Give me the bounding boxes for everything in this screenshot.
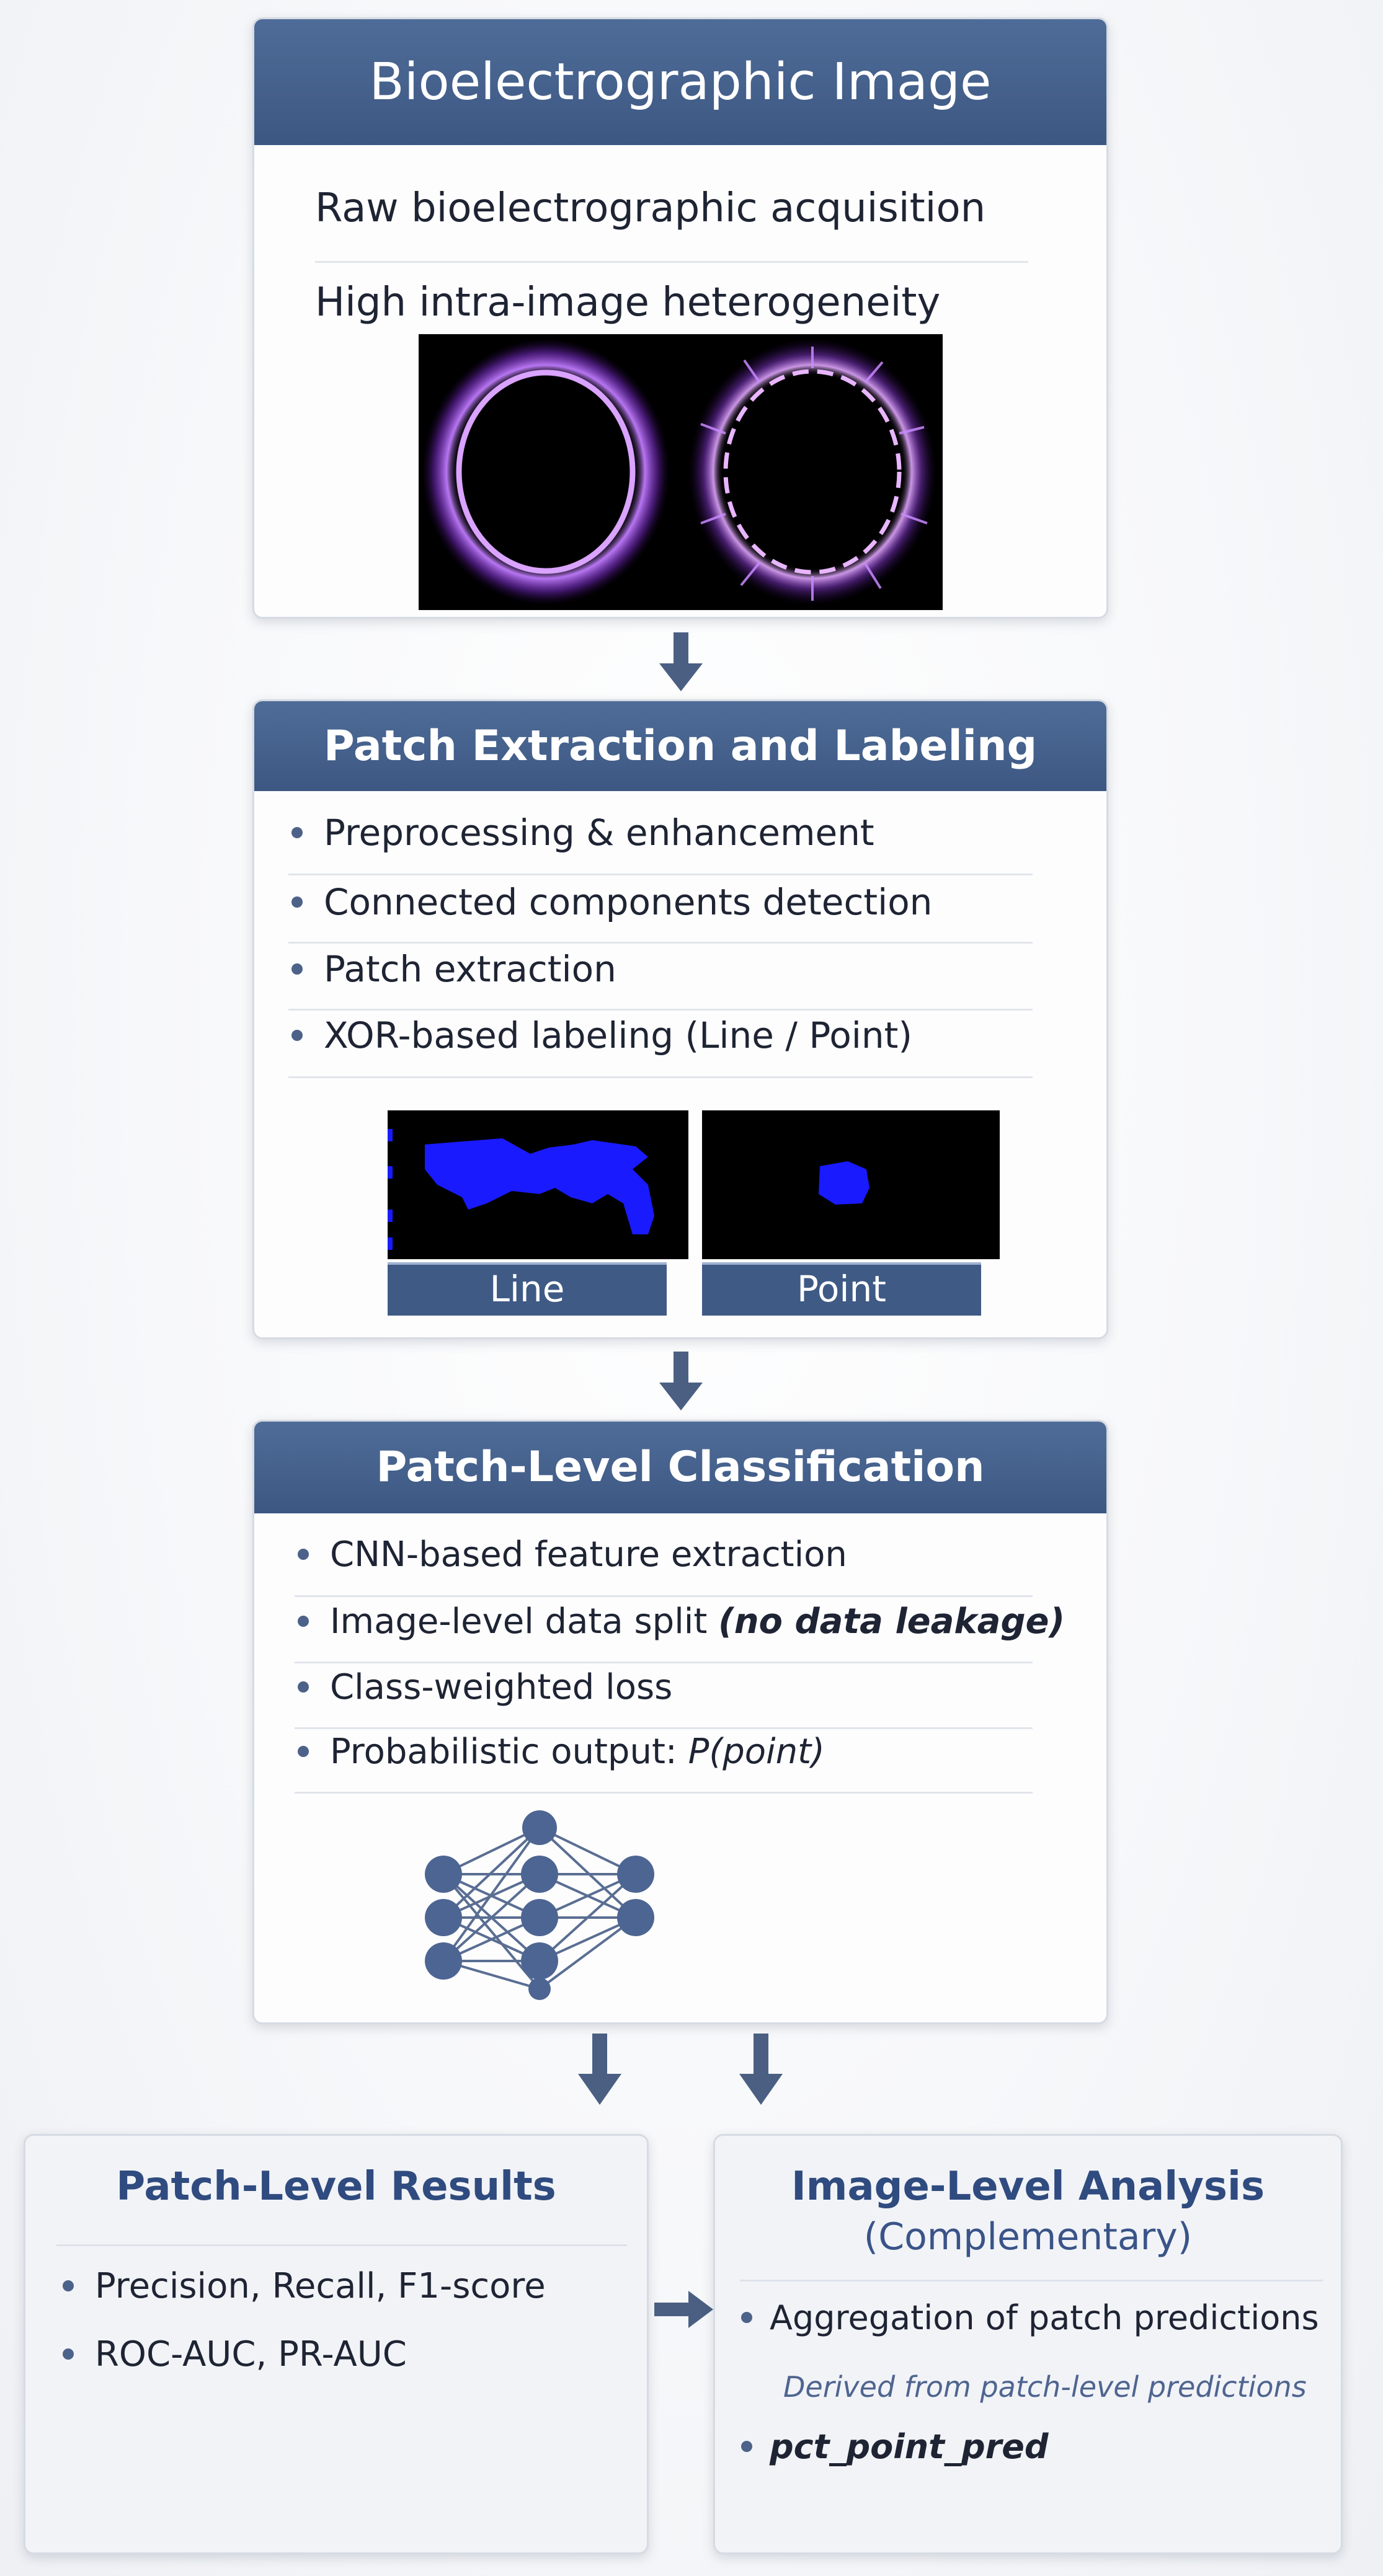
list-item: Class-weighted loss: [298, 1667, 1106, 1707]
box3-divider-3: [295, 1727, 1033, 1729]
point-patch-mask: [819, 1161, 869, 1205]
patch-level-results-title: Patch-Level Results: [116, 2164, 556, 2210]
bullet-dot: [291, 1029, 303, 1041]
line-patch-mask: [425, 1138, 654, 1234]
bullet-dot: [63, 2348, 74, 2360]
patch-classification-box: Patch-Level Classification CNN-based fea…: [252, 1420, 1108, 2024]
patch-level-results-box: Patch-Level Results Precision, Recall, F…: [24, 2134, 649, 2554]
bioelectrographic-image-header: Bioelectrographic Image: [254, 19, 1106, 145]
list-item: Preprocessing & enhancement: [291, 812, 1106, 854]
line-patch-label: Line: [388, 1262, 667, 1316]
bullet-dot: [298, 1548, 309, 1560]
list-item: pct_point_pred: [741, 2427, 1341, 2466]
down-arrow-icon: [659, 1352, 703, 1410]
list-item: Aggregation of patch predictions: [741, 2298, 1341, 2337]
box3-divider-4: [295, 1792, 1033, 1794]
box4-divider-1: [56, 2244, 627, 2246]
down-arrow-icon: [739, 2034, 783, 2105]
neural-network-icon: [425, 1810, 654, 2000]
list-item: Probabilistic output: P(point): [298, 1732, 1106, 1772]
line-patch-image: [388, 1110, 688, 1259]
bioelectrographic-image-box: Bioelectrographic Image Raw bioelectrogr…: [252, 17, 1108, 619]
bullet-dot: [291, 896, 303, 908]
box2-divider-3: [288, 1009, 1033, 1011]
bullet-dot: [63, 2280, 74, 2291]
list-item: Connected components detection: [291, 881, 1106, 923]
box2-divider-4: [288, 1076, 1033, 1078]
patch-extraction-box: Patch Extraction and Labeling Preprocess…: [252, 699, 1108, 1339]
down-arrow-icon: [659, 632, 703, 691]
bioelectrographic-image-title: Bioelectrographic Image: [369, 53, 992, 112]
list-item: Image-level data split (no data leakage): [298, 1601, 1106, 1642]
box3-divider-1: [295, 1595, 1033, 1597]
patch-extraction-title: Patch Extraction and Labeling: [323, 722, 1038, 771]
list-item: Precision, Recall, F1-score: [63, 2266, 647, 2306]
bullet-dot: [298, 1681, 309, 1693]
bullet-dot: [298, 1745, 309, 1757]
box5-divider-1: [740, 2280, 1323, 2282]
patch-classification-title: Patch-Level Classification: [376, 1443, 985, 1492]
aura-right-ring: [723, 369, 902, 575]
point-patch-image: [702, 1110, 1000, 1259]
list-item: CNN-based feature extraction: [298, 1534, 1106, 1575]
point-patch-label: Point: [702, 1262, 981, 1316]
aura-images-svg: [419, 334, 943, 610]
bullet-dot: [291, 963, 303, 975]
derived-note: Derived from patch-level predictions: [783, 2370, 1307, 2404]
raw-acquisition-text: Raw bioelectrographic acquisition: [315, 185, 986, 231]
list-item: Patch extraction: [291, 948, 1106, 990]
patch-classification-header: Patch-Level Classification: [254, 1422, 1106, 1513]
bullet-dot: [741, 2312, 752, 2324]
bullet-dot: [741, 2441, 752, 2453]
box2-divider-1: [288, 874, 1033, 875]
bullet-dot: [291, 826, 303, 838]
box1-divider-1: [315, 261, 1028, 263]
bullet-dot: [298, 1615, 309, 1627]
list-item: ROC-AUC, PR-AUC: [63, 2334, 647, 2375]
list-item: XOR-based labeling (Line / Point): [291, 1014, 1106, 1056]
image-level-analysis-subtitle: (Complementary): [863, 2215, 1193, 2259]
right-arrow-icon: [654, 2291, 713, 2328]
image-level-analysis-title: Image-Level Analysis: [791, 2164, 1265, 2210]
patch-extraction-header: Patch Extraction and Labeling: [254, 701, 1106, 791]
down-arrow-icon: [578, 2034, 621, 2105]
heterogeneity-text: High intra-image heterogeneity: [315, 280, 941, 325]
box2-divider-2: [288, 942, 1033, 944]
box3-divider-2: [295, 1662, 1033, 1663]
bioelectrographic-aura-images: [419, 334, 943, 610]
aura-left-ring: [456, 370, 636, 574]
image-level-analysis-box: Image-Level Analysis (Complementary) Agg…: [713, 2134, 1343, 2554]
